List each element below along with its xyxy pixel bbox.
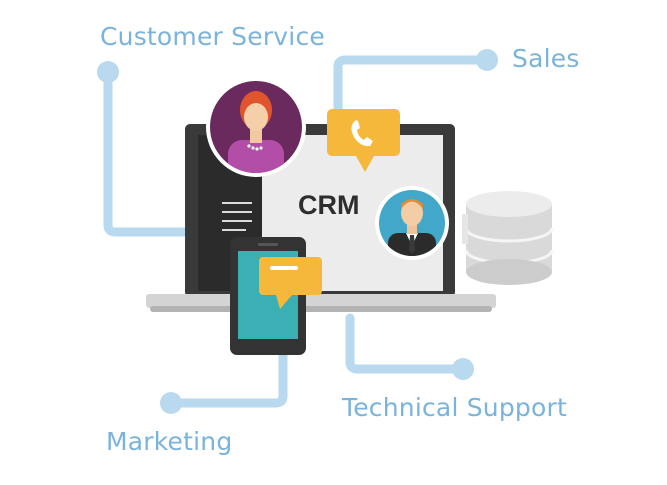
technical-support-label: Technical Support <box>342 393 567 422</box>
phone-chat-icon <box>327 109 400 172</box>
laptop-base-shadow <box>150 306 492 312</box>
laptop-base <box>146 294 496 308</box>
message-bubble-icon <box>259 257 322 309</box>
dot-marketing <box>160 392 182 414</box>
dot-sales <box>476 49 498 71</box>
customer-service-label: Customer Service <box>100 22 325 51</box>
dot-technical-support <box>452 358 474 380</box>
connectors <box>103 55 492 408</box>
marketing-label: Marketing <box>106 427 233 456</box>
mobile-phone <box>230 237 306 355</box>
connector-customer-service <box>103 67 190 237</box>
connector-sales <box>333 55 492 115</box>
connector-dots <box>97 49 498 414</box>
man-avatar-icon <box>375 186 449 260</box>
woman-avatar-icon <box>206 77 306 177</box>
crm-screen-label: CRM <box>298 190 360 220</box>
connector-technical-support <box>345 313 468 374</box>
dot-customer-service <box>97 61 119 83</box>
database-icon <box>462 191 554 285</box>
sidebar-lines <box>222 202 252 231</box>
sales-label: Sales <box>512 44 580 73</box>
connector-marketing <box>166 347 288 408</box>
